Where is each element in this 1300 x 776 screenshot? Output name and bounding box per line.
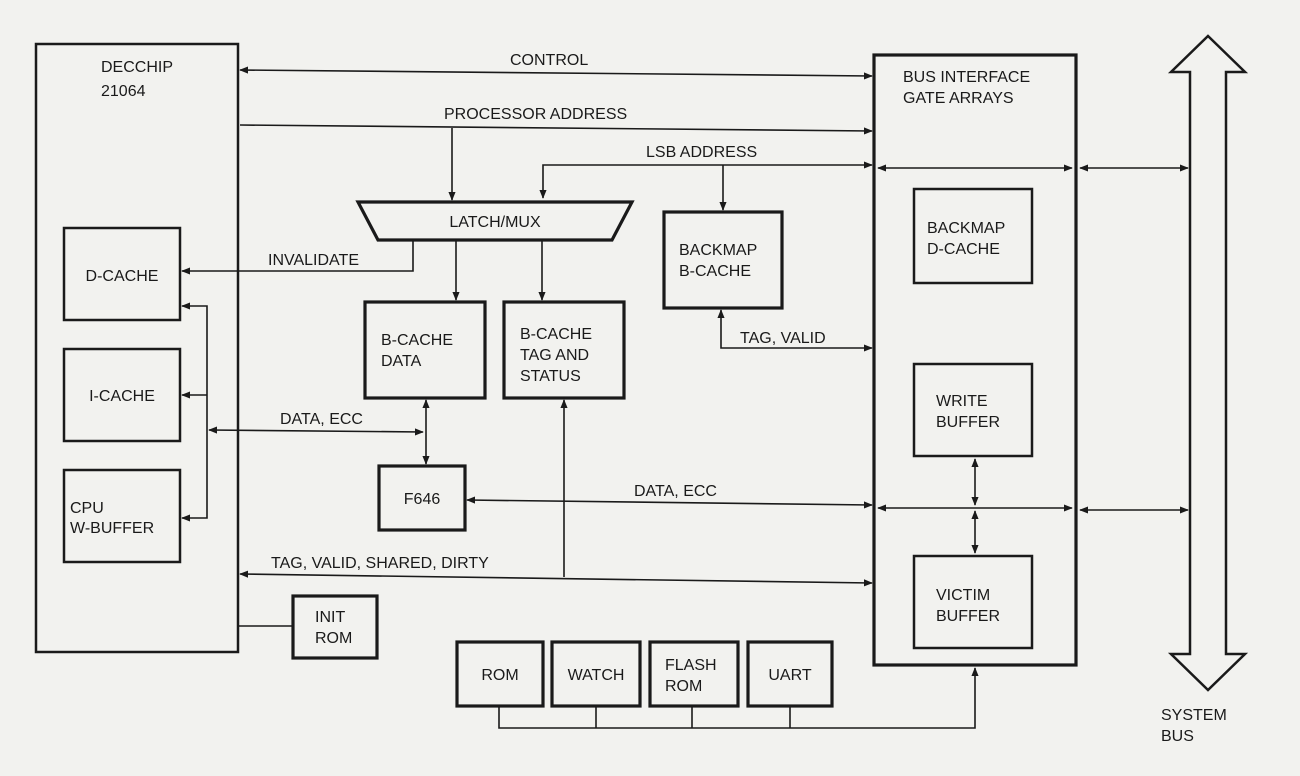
b-cache-data-block: B-CACHE DATA bbox=[363, 300, 487, 400]
system-bus-arrow bbox=[1167, 34, 1249, 692]
decchip-21064-block: DECCHIP 21064 bbox=[34, 42, 240, 654]
f646-block: F646 bbox=[377, 464, 467, 532]
victim-buffer-block: VICTIM BUFFER bbox=[912, 554, 1034, 650]
backmap-d-cache-block: BACKMAP D-CACHE bbox=[912, 187, 1034, 285]
control-label: CONTROL bbox=[510, 52, 588, 69]
tag-valid-shared-dirty-line bbox=[239, 570, 873, 587]
b-cache-tag-status-block: B-CACHE TAG AND STATUS bbox=[502, 300, 626, 400]
i-cache-block: I-CACHE bbox=[62, 347, 182, 443]
init-rom-label: INIT ROM bbox=[315, 609, 352, 647]
uart-label: UART bbox=[768, 667, 811, 684]
invalidate-label: INVALIDATE bbox=[268, 252, 359, 269]
latch-mux-block: LATCH/MUX bbox=[355, 200, 635, 242]
system-bus-label: SYSTEM BUS bbox=[1161, 707, 1231, 745]
watch-block: WATCH bbox=[550, 640, 642, 708]
backmap-d-cache-label: BACKMAP D-CACHE bbox=[927, 220, 1009, 258]
data-ecc-right-line bbox=[466, 496, 873, 509]
tag-valid-shared-dirty-label: TAG, VALID, SHARED, DIRTY bbox=[271, 555, 489, 572]
write-buffer-block: WRITE BUFFER bbox=[912, 362, 1034, 458]
lsb-address-line bbox=[539, 161, 873, 199]
decchip-21064-label: DECCHIP 21064 bbox=[101, 59, 177, 100]
victim-buffer-label: VICTIM BUFFER bbox=[936, 587, 1000, 625]
d-cache-block: D-CACHE bbox=[62, 226, 182, 322]
init-rom-block: INIT ROM bbox=[291, 594, 379, 660]
invalidate-line bbox=[181, 241, 414, 275]
rom-block: ROM bbox=[455, 640, 545, 708]
processor-address-line bbox=[239, 124, 873, 135]
b-cache-tag-status-label: B-CACHE TAG AND STATUS bbox=[520, 326, 596, 385]
flash-rom-block: FLASH ROM bbox=[648, 640, 740, 708]
uart-block: UART bbox=[746, 640, 834, 708]
bus-interface-label: BUS INTERFACE GATE ARRAYS bbox=[903, 69, 1035, 107]
write-buffer-label: WRITE BUFFER bbox=[936, 393, 1000, 431]
tag-valid-line bbox=[717, 309, 873, 352]
cpu-w-buffer-block: CPU W-BUFFER bbox=[62, 468, 182, 564]
processor-address-label: PROCESSOR ADDRESS bbox=[444, 106, 627, 123]
peripheral-bus-line bbox=[498, 667, 979, 729]
b-cache-data-label: B-CACHE DATA bbox=[381, 332, 457, 370]
backmap-b-cache-label: BACKMAP B-CACHE bbox=[679, 242, 761, 280]
rom-label: ROM bbox=[481, 667, 518, 684]
watch-label: WATCH bbox=[568, 667, 625, 684]
lsb-address-label: LSB ADDRESS bbox=[646, 144, 757, 161]
backmap-b-cache-block: BACKMAP B-CACHE bbox=[662, 210, 784, 310]
data-ecc-right-label: DATA, ECC bbox=[634, 483, 717, 500]
flash-rom-label: FLASH ROM bbox=[665, 657, 721, 695]
cpu-cache-internal-bus bbox=[181, 302, 208, 522]
data-ecc-left-line bbox=[208, 426, 424, 436]
d-cache-label: D-CACHE bbox=[86, 268, 159, 285]
tag-valid-label: TAG, VALID bbox=[740, 330, 826, 347]
f646-label: F646 bbox=[404, 491, 441, 508]
bus-interface-gate-arrays-block: BUS INTERFACE GATE ARRAYS bbox=[872, 53, 1078, 667]
data-ecc-left-label: DATA, ECC bbox=[280, 411, 363, 428]
i-cache-label: I-CACHE bbox=[89, 388, 155, 405]
latch-mux-label: LATCH/MUX bbox=[449, 214, 541, 231]
cpu-w-buffer-label: CPU W-BUFFER bbox=[70, 500, 154, 537]
control-bus-line bbox=[239, 66, 873, 80]
